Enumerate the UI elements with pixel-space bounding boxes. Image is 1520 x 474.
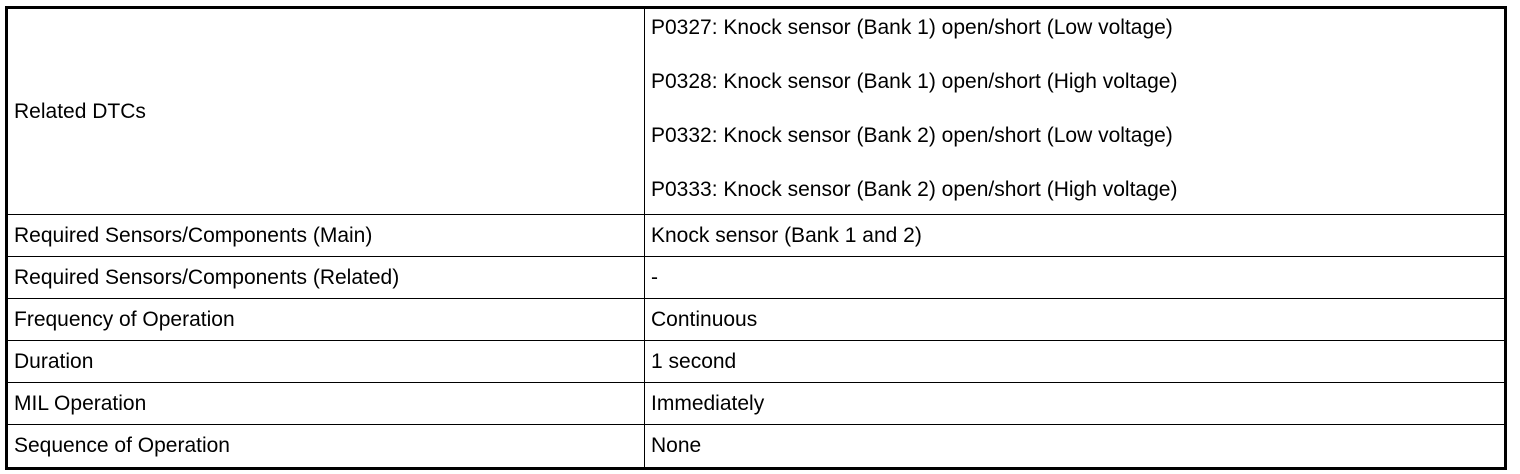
table-row-frequency: Frequency of Operation Continuous — [6, 298, 1506, 341]
row-value: Continuous — [644, 298, 1506, 341]
dtc-list: P0327: Knock sensor (Bank 1) open/short … — [651, 13, 1498, 211]
row-value: None — [644, 424, 1506, 469]
dtc-item: P0333: Knock sensor (Bank 2) open/short … — [651, 177, 1178, 201]
table-row-sequence: Sequence of Operation None — [6, 424, 1506, 469]
related-dtcs-cell: P0327: Knock sensor (Bank 1) open/short … — [644, 7, 1506, 215]
table-row-mil-operation: MIL Operation Immediately — [6, 382, 1506, 425]
dtc-item: P0328: Knock sensor (Bank 1) open/short … — [651, 69, 1178, 93]
row-value: Knock sensor (Bank 1 and 2) — [644, 214, 1506, 257]
row-label: Related DTCs — [6, 7, 645, 215]
row-value: Immediately — [644, 382, 1506, 425]
row-label: Required Sensors/Components (Main) — [6, 214, 645, 257]
row-value: 1 second — [644, 340, 1506, 383]
dtc-item: P0332: Knock sensor (Bank 2) open/short … — [651, 123, 1173, 147]
row-label: Frequency of Operation — [6, 298, 645, 341]
table-row-related-components: Required Sensors/Components (Related) - — [6, 256, 1506, 299]
row-label: Sequence of Operation — [6, 424, 645, 469]
monitor-spec-table: Related DTCs P0327: Knock sensor (Bank 1… — [5, 6, 1507, 470]
row-label: MIL Operation — [6, 382, 645, 425]
dtc-item: P0327: Knock sensor (Bank 1) open/short … — [651, 15, 1173, 39]
row-label: Required Sensors/Components (Related) — [6, 256, 645, 299]
table-row-related-dtcs: Related DTCs P0327: Knock sensor (Bank 1… — [6, 7, 1506, 215]
row-value: - — [644, 256, 1506, 299]
row-label: Duration — [6, 340, 645, 383]
table-row-main-components: Required Sensors/Components (Main) Knock… — [6, 214, 1506, 257]
table-row-duration: Duration 1 second — [6, 340, 1506, 383]
